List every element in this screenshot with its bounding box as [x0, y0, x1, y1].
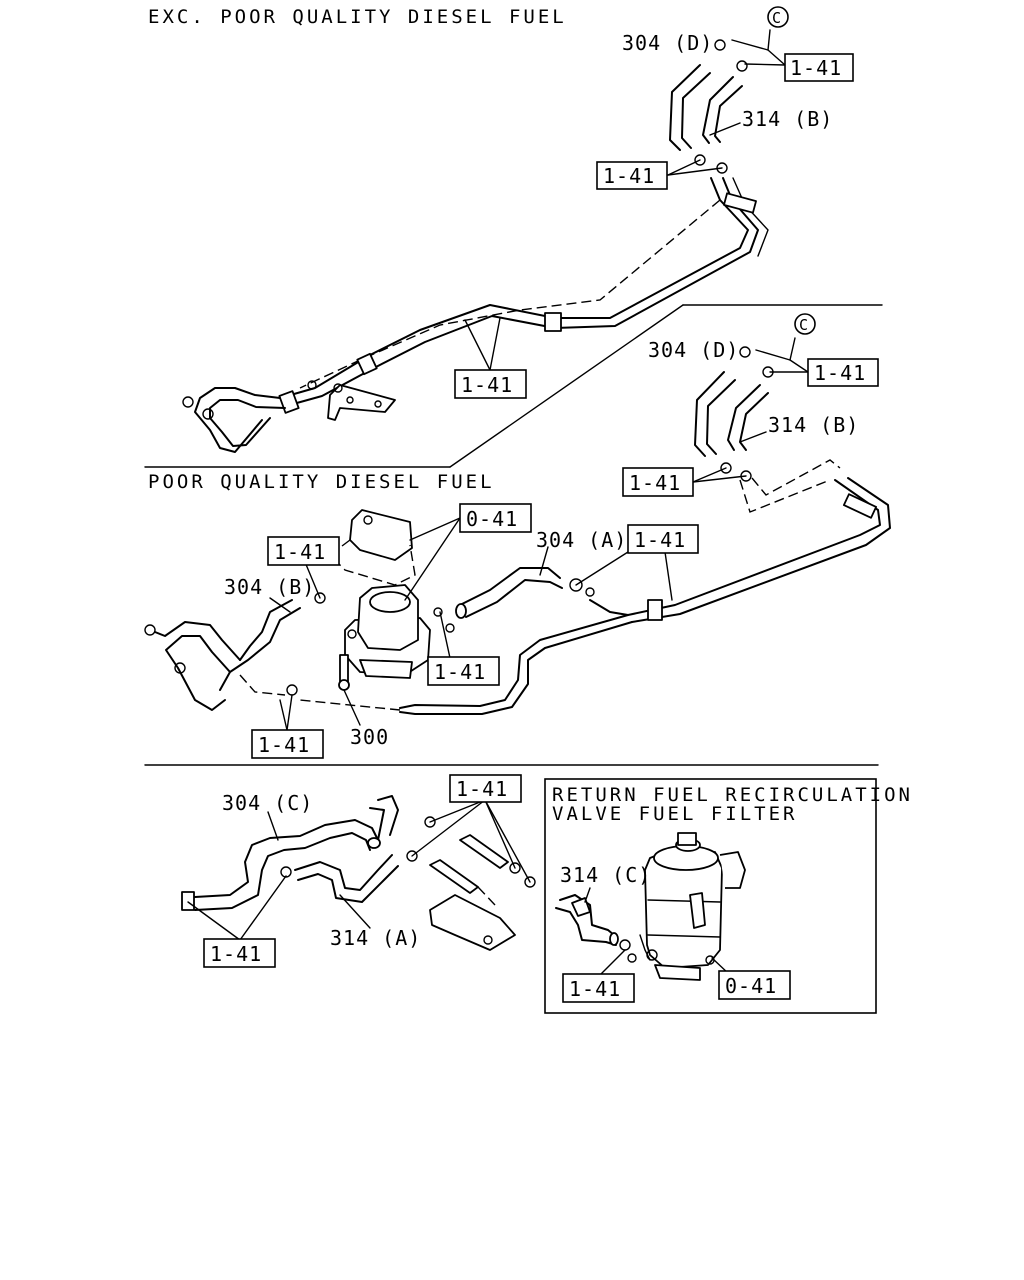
svg-text:1-41: 1-41: [634, 528, 686, 552]
ref-1-41-mid-f: 1-41: [251, 729, 324, 759]
section-title-exc-poor-quality: EXC. POOR QUALITY DIESEL FUEL: [148, 6, 567, 28]
label-300: 300: [350, 725, 389, 749]
top-fuel-pipe-assembly: [182, 39, 769, 453]
inset-title-line1: RETURN FUEL RECIRCULATION: [552, 784, 913, 806]
label-304d-middle: 304 (D): [648, 338, 739, 362]
top-leaders: [464, 29, 786, 371]
ref-1-41-bottom-b: 1-41: [203, 938, 276, 968]
ref-1-41-inset: 1-41: [562, 973, 635, 1003]
label-304c: 304 (C): [222, 791, 313, 815]
ref-0-41-inset: 0-41: [718, 970, 791, 1000]
ref-1-41-mid-b: 1-41: [622, 467, 694, 497]
svg-text:1-41: 1-41: [603, 164, 655, 188]
svg-text:1-41: 1-41: [210, 942, 262, 966]
label-314b-top: 314 (B): [742, 107, 833, 131]
ref-1-41-mid-d: 1-41: [627, 524, 699, 554]
svg-text:1-41: 1-41: [569, 977, 621, 1001]
ref-1-41-top-c: 1-41: [454, 369, 527, 399]
section-dividers: [144, 304, 883, 766]
ref-1-41-top-a: 1-41: [784, 53, 854, 82]
label-314b-middle: 314 (B): [768, 413, 859, 437]
svg-text:1-41: 1-41: [461, 373, 513, 397]
svg-text:1-41: 1-41: [629, 471, 681, 495]
label-314c: 314 (C): [560, 863, 651, 887]
label-304a: 304 (A): [536, 528, 627, 552]
ref-1-41-mid-a: 1-41: [807, 358, 879, 387]
svg-text:C: C: [799, 316, 808, 334]
label-314a: 314 (A): [330, 926, 421, 950]
callout-c-middle: C: [794, 313, 816, 335]
svg-text:1-41: 1-41: [814, 361, 866, 385]
svg-text:1-41: 1-41: [434, 660, 486, 684]
inset-title-line2: VALVE FUEL FILTER: [552, 803, 797, 825]
label-304b: 304 (B): [224, 575, 315, 599]
bottom-hose-assembly: [181, 795, 536, 951]
svg-text:1-41: 1-41: [274, 540, 326, 564]
inset-return-fuel-filter: RETURN FUEL RECIRCULATION VALVE FUEL FIL…: [544, 778, 913, 1014]
ref-0-41-mid: 0-41: [459, 503, 532, 533]
middle-leaders: [269, 337, 809, 731]
ref-1-41-mid-c: 1-41: [267, 536, 340, 566]
middle-fuel-pipe-assembly: [144, 346, 891, 715]
svg-text:0-41: 0-41: [466, 507, 518, 531]
ref-1-41-bottom-a: 1-41: [449, 774, 522, 803]
ref-1-41-top-b: 1-41: [596, 161, 668, 190]
bottom-leaders: [187, 799, 531, 941]
label-304d-top: 304 (D): [622, 31, 713, 55]
svg-text:1-41: 1-41: [258, 733, 310, 757]
ref-1-41-mid-e: 1-41: [427, 656, 500, 686]
svg-text:C: C: [772, 9, 781, 27]
callout-c-top: C: [767, 6, 789, 28]
svg-text:0-41: 0-41: [725, 974, 777, 998]
svg-text:1-41: 1-41: [456, 777, 508, 801]
section-title-poor-quality: POOR QUALITY DIESEL FUEL: [148, 471, 495, 493]
svg-text:1-41: 1-41: [790, 56, 842, 80]
